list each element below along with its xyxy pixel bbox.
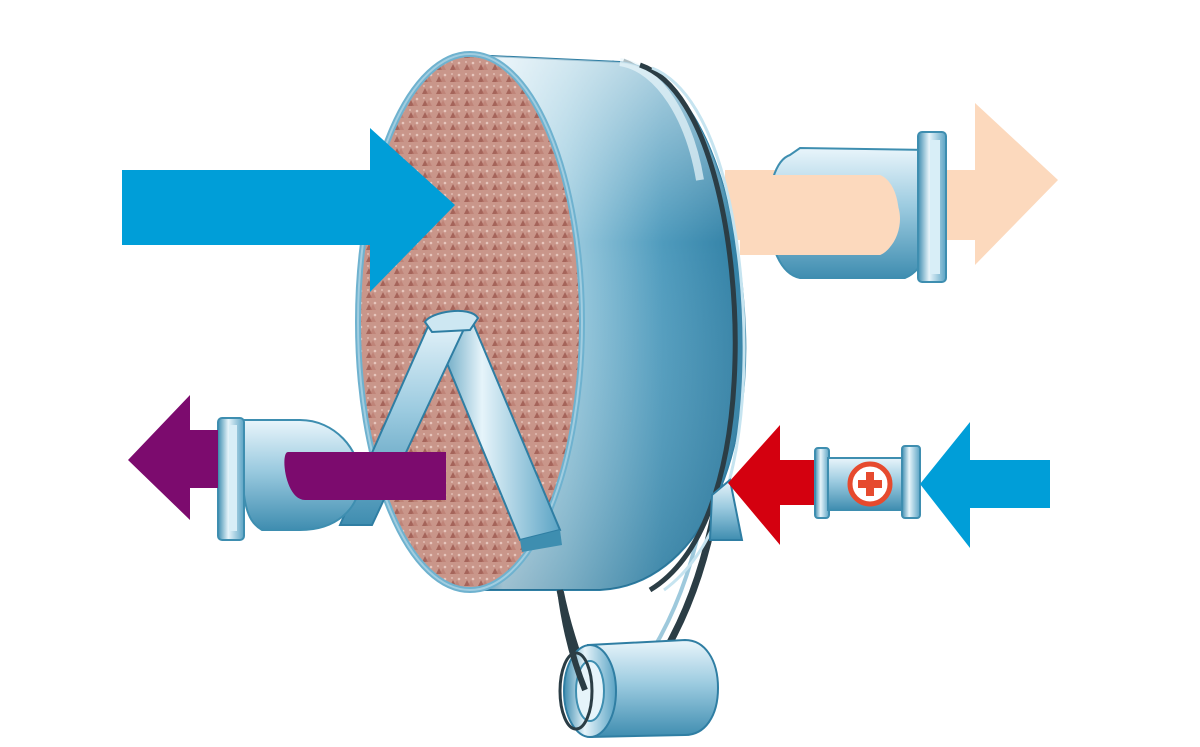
drive-belt-front bbox=[557, 589, 588, 692]
process-air-in-arrow bbox=[122, 128, 455, 292]
plus-heater-icon bbox=[847, 461, 893, 507]
process-fan bbox=[740, 131, 947, 283]
drive-motor bbox=[558, 638, 720, 739]
regeneration-heater bbox=[814, 445, 921, 519]
wet-air-out-arrow bbox=[128, 395, 446, 520]
reactivation-air-in-arrow bbox=[920, 422, 1050, 548]
rotor-mount bbox=[708, 478, 744, 541]
heated-reactivation-arrow bbox=[728, 425, 826, 545]
